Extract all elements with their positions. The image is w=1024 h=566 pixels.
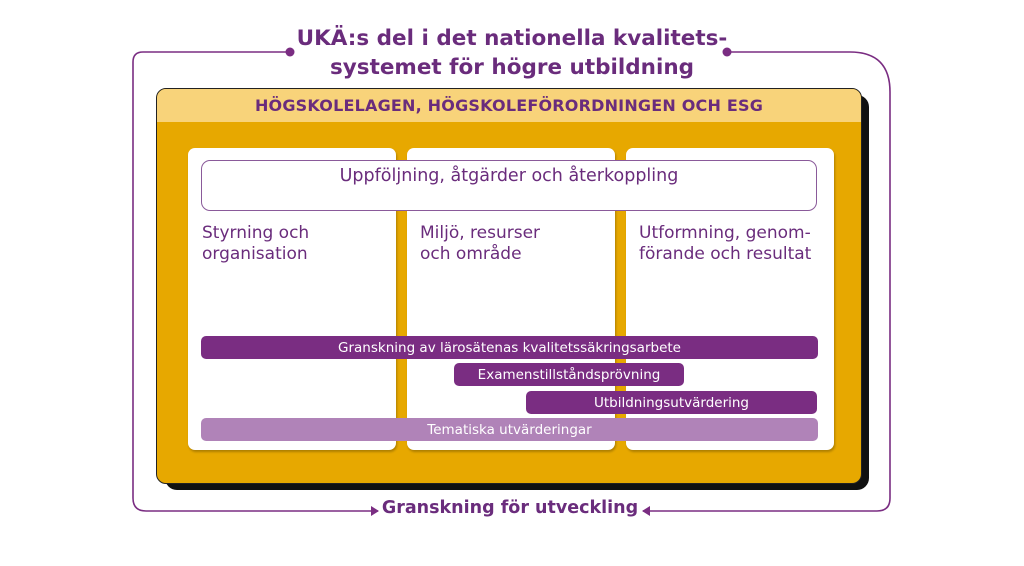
column-label-design: Utformning, genom- förande och resultat: [639, 223, 812, 264]
outer-frame-header: HÖGSKOLELAGEN, HÖGSKOLEFÖRORDNINGEN OCH …: [157, 89, 861, 122]
bar-programme-evaluation: Utbildningsutvärdering: [526, 391, 817, 414]
right-connector-dot: [722, 47, 732, 57]
diagram-title: UKÄ:s del i det nationella kvalitets- sy…: [296, 26, 728, 80]
right-connector-line: [642, 51, 891, 516]
bar-quality-assurance-review: Granskning av lärosätenas kvalitetssäkri…: [201, 336, 818, 359]
column-label-governance: Styrning och organisation: [202, 223, 310, 264]
bar-degree-awarding-review: Examenstillståndsprövning: [454, 363, 684, 386]
left-connector-line: [132, 51, 379, 516]
column-label-environment: Miljö, resurser och område: [420, 223, 541, 264]
followup-box: Uppföljning, åtgärder och återkoppling: [201, 160, 817, 211]
bottom-label: Granskning för utveckling: [381, 498, 639, 518]
bar-thematic-evaluations: Tematiska utvärderingar: [201, 418, 818, 441]
left-connector-dot: [285, 47, 295, 57]
